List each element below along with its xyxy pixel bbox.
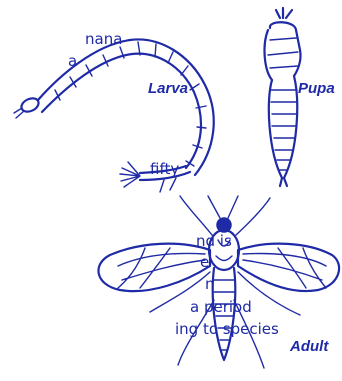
pupa-illustration <box>265 8 301 186</box>
larva-label: Larva <box>148 80 188 97</box>
pupa-label: Pupa <box>298 80 335 97</box>
adult-label: Adult <box>290 338 328 355</box>
larva-illustration <box>14 39 214 192</box>
